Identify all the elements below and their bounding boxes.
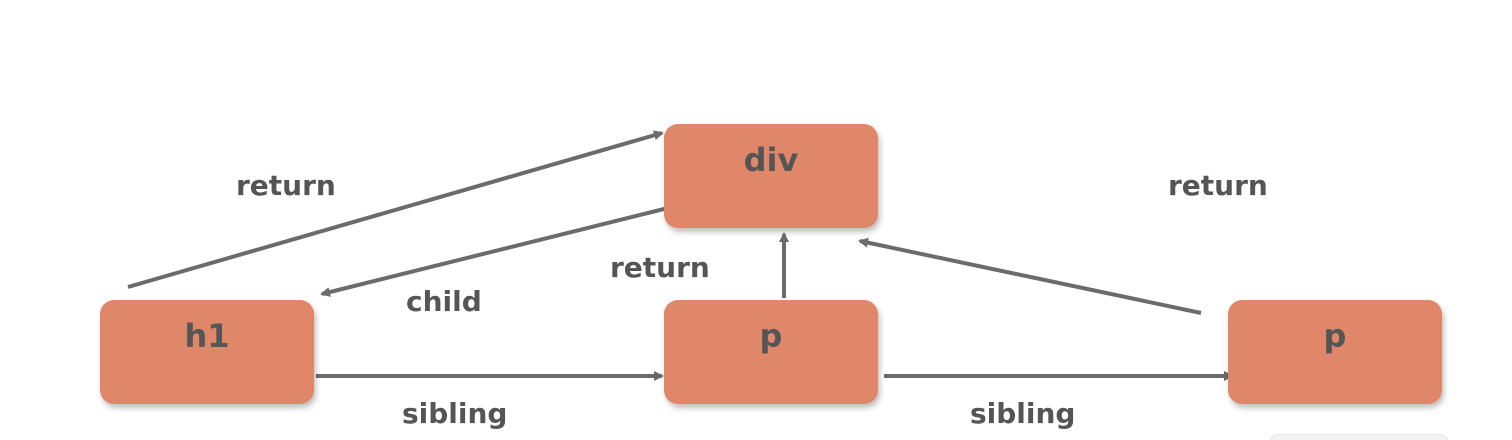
edge-p-right-to-div-return bbox=[858, 237, 1202, 315]
node-div-label: div bbox=[743, 141, 799, 179]
edge-label-child: child bbox=[406, 285, 482, 318]
node-p-right-label: p bbox=[1323, 317, 1347, 355]
edge-label-return-left: return bbox=[236, 169, 336, 202]
edge-label-return-middle: return bbox=[610, 251, 710, 284]
edge-h1-to-div-return bbox=[127, 130, 664, 289]
node-p-middle-label: p bbox=[759, 317, 783, 355]
node-h1: h1 bbox=[100, 300, 314, 404]
corner-chip bbox=[1268, 434, 1450, 440]
edge-label-sibling-right: sibling bbox=[970, 397, 1076, 430]
node-h1-label: h1 bbox=[184, 317, 230, 355]
node-p-middle: p bbox=[664, 300, 878, 404]
node-p-right: p bbox=[1228, 300, 1442, 404]
edge-label-return-right: return bbox=[1168, 169, 1268, 202]
edge-label-sibling-left: sibling bbox=[402, 397, 508, 430]
edge-div-to-h1-child bbox=[320, 205, 673, 297]
node-div: div bbox=[664, 124, 878, 228]
